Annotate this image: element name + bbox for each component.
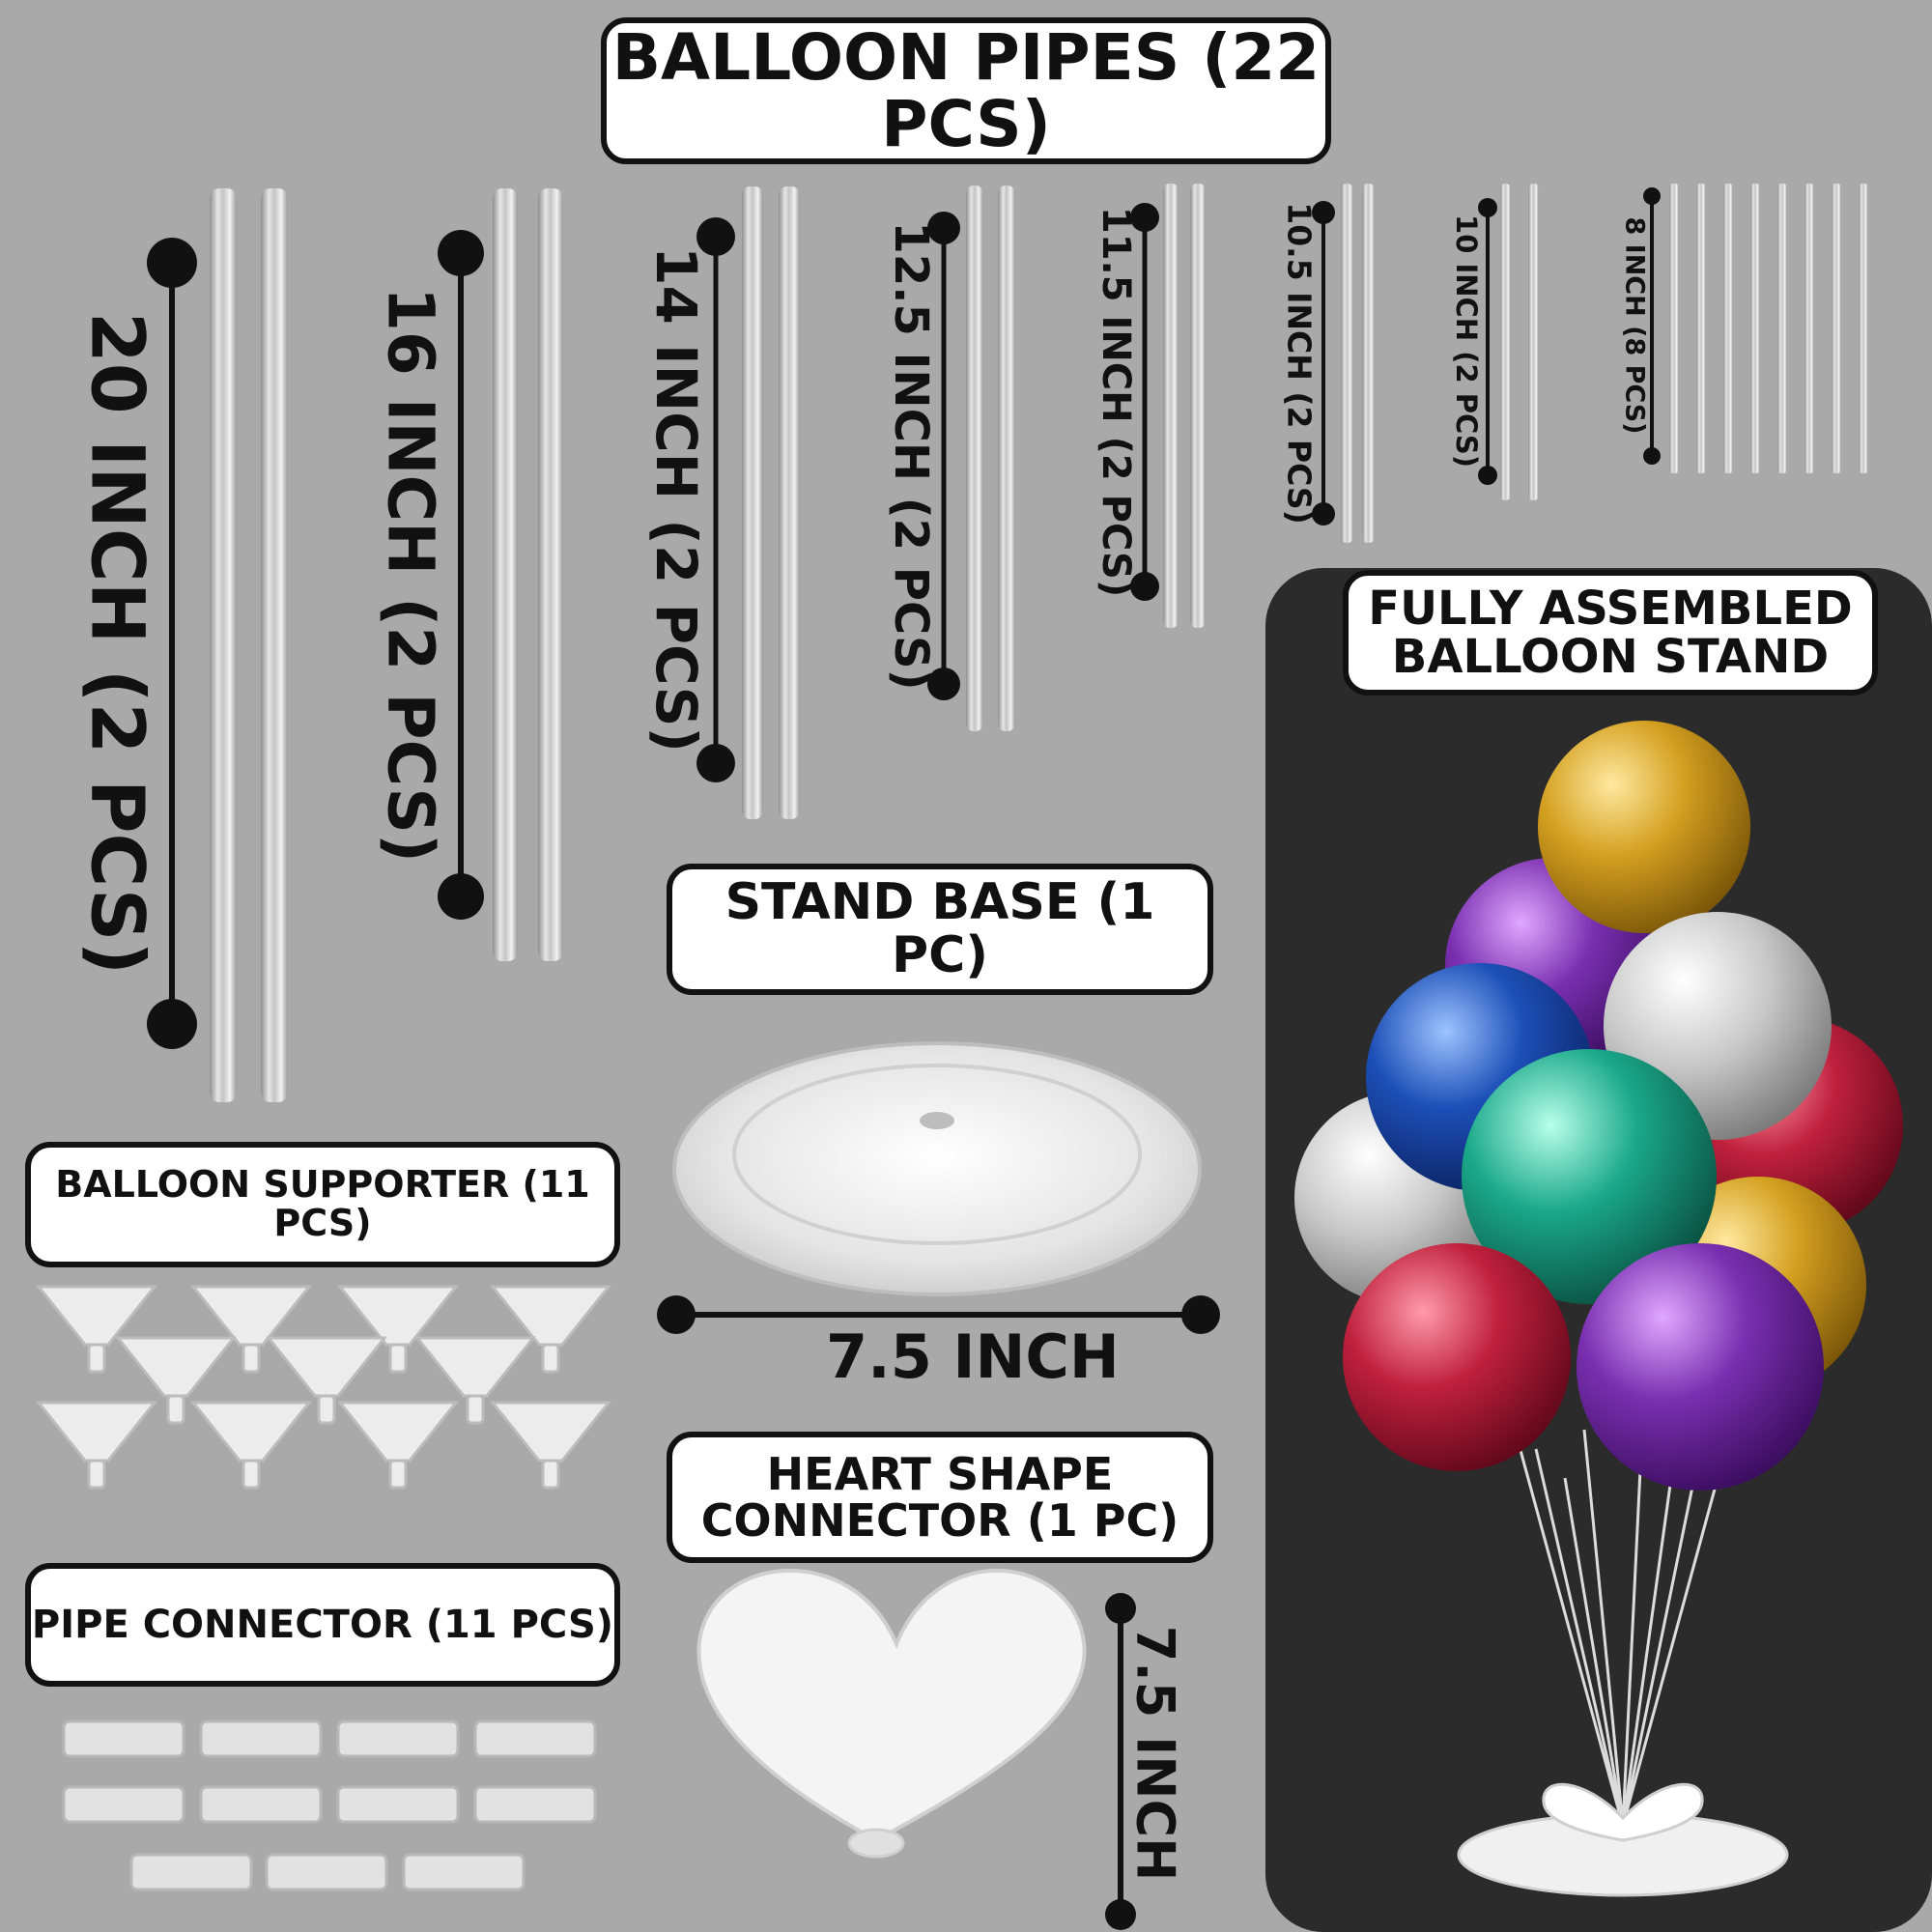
pipe-label-8-inch: 8 INCH (8 PCS) [1619, 216, 1650, 435]
pipe-group-10-5-inch [1312, 184, 1375, 543]
pipe [1500, 184, 1511, 500]
dimension-dot [1478, 198, 1497, 217]
balloon [1343, 1243, 1571, 1471]
pipe-group-10-inch [1478, 184, 1539, 500]
heading-stand-base: STAND BASE (1 PC) [667, 864, 1213, 995]
dimension-dot [147, 999, 197, 1049]
heart-connector-illustration [696, 1568, 1136, 1930]
balloon [1462, 1049, 1717, 1304]
pipe-group-14-inch [696, 186, 800, 819]
dimension-dot [1130, 572, 1159, 601]
heading-fully-assembled-line2: BALLOON STAND [1391, 630, 1830, 684]
dimension-dot [1130, 203, 1159, 232]
heading-fully-assembled: FULLY ASSEMBLED BALLOON STAND [1343, 570, 1878, 696]
base-width-label: 7.5 INCH [826, 1321, 1120, 1392]
dimension-dot [657, 1295, 696, 1334]
pipe [1804, 184, 1814, 473]
heading-heart-connector-line1: HEART SHAPE [766, 1447, 1114, 1500]
heading-balloon-supporter-text: BALLOON SUPPORTER (11 PCS) [55, 1163, 590, 1244]
dimension-dot [927, 668, 960, 700]
heading-fully-assembled-line1: FULLY ASSEMBLED [1368, 581, 1853, 636]
pipe [1528, 184, 1539, 500]
pipe [210, 188, 237, 1102]
dimension-dot [1312, 201, 1335, 224]
dimension-dot [696, 217, 735, 256]
pipe [1362, 184, 1375, 543]
pipe-group-11-5-inch [1130, 184, 1206, 628]
pipe-label-10-inch: 10 INCH (2 PCS) [1450, 214, 1483, 468]
heading-stand-base-text: STAND BASE (1 PC) [724, 873, 1155, 984]
pipe-connectors-illustration [62, 1719, 597, 1891]
pipe-group-8-inch [1643, 184, 1868, 473]
pipe [1750, 184, 1760, 473]
pipe-label-14-inch: 14 INCH (2 PCS) [643, 246, 709, 753]
pipe [1341, 184, 1353, 543]
heading-pipe-connector: PIPE CONNECTOR (11 PCS) [25, 1563, 620, 1687]
pipe [1190, 184, 1206, 628]
heading-balloon-pipes-text: BALLOON PIPES (22 PCS) [611, 19, 1321, 161]
dimension-dot [927, 212, 960, 244]
dimension-dot [1478, 466, 1497, 485]
pipe [1777, 184, 1787, 473]
pipe-label-16-inch: 16 INCH (2 PCS) [373, 286, 448, 864]
pipe [1163, 184, 1179, 628]
pipe [538, 188, 563, 961]
pipe [779, 186, 800, 819]
dimension-dot [1105, 1899, 1136, 1930]
pipe-group-20-inch [147, 188, 288, 1102]
pipe [1859, 184, 1868, 473]
pipe [493, 188, 518, 961]
dimension-dot [1181, 1295, 1220, 1334]
pipe-label-11-5-inch: 11.5 INCH (2 PCS) [1094, 206, 1138, 598]
pipe [998, 185, 1015, 731]
pipe-group-16-inch [438, 188, 563, 961]
pipe [1832, 184, 1841, 473]
dimension-dot [438, 230, 484, 276]
assembled-stand-illustration [1294, 721, 1903, 1897]
pipe [1723, 184, 1733, 473]
stand-base-illustration [657, 1041, 1220, 1334]
pipe [1696, 184, 1706, 473]
dimension-dot [1643, 447, 1661, 465]
dimension-dot [696, 744, 735, 782]
heading-balloon-supporter: BALLOON SUPPORTER (11 PCS) [25, 1142, 620, 1267]
pipe-label-12-5-inch: 12.5 INCH (2 PCS) [884, 221, 938, 691]
dimension-dot [147, 238, 197, 288]
heart-height-label: 7.5 INCH [1124, 1625, 1186, 1882]
dimension-dot [438, 873, 484, 920]
pipe [966, 185, 983, 731]
pipe-label-10-5-inch: 10.5 INCH (2 PCS) [1280, 202, 1319, 525]
pipe [742, 186, 763, 819]
pipe-label-20-inch: 20 INCH (2 PCS) [74, 311, 161, 976]
heading-balloon-pipes: BALLOON PIPES (22 PCS) [601, 17, 1331, 164]
heading-pipe-connector-text: PIPE CONNECTOR (11 PCS) [31, 1603, 614, 1647]
dimension-dot [1312, 502, 1335, 526]
balloon [1577, 1243, 1824, 1491]
heading-heart-connector: HEART SHAPE CONNECTOR (1 PC) [667, 1432, 1213, 1563]
pipe-group-12-5-inch [927, 185, 1015, 731]
heading-heart-connector-line2: CONNECTOR (1 PC) [700, 1494, 1179, 1547]
balloon [1538, 721, 1750, 933]
dimension-dot [1643, 187, 1661, 205]
pipe [1669, 184, 1679, 473]
balloon-supporters-illustration [35, 1285, 612, 1490]
dimension-dot [1105, 1593, 1136, 1624]
pipe [261, 188, 288, 1102]
